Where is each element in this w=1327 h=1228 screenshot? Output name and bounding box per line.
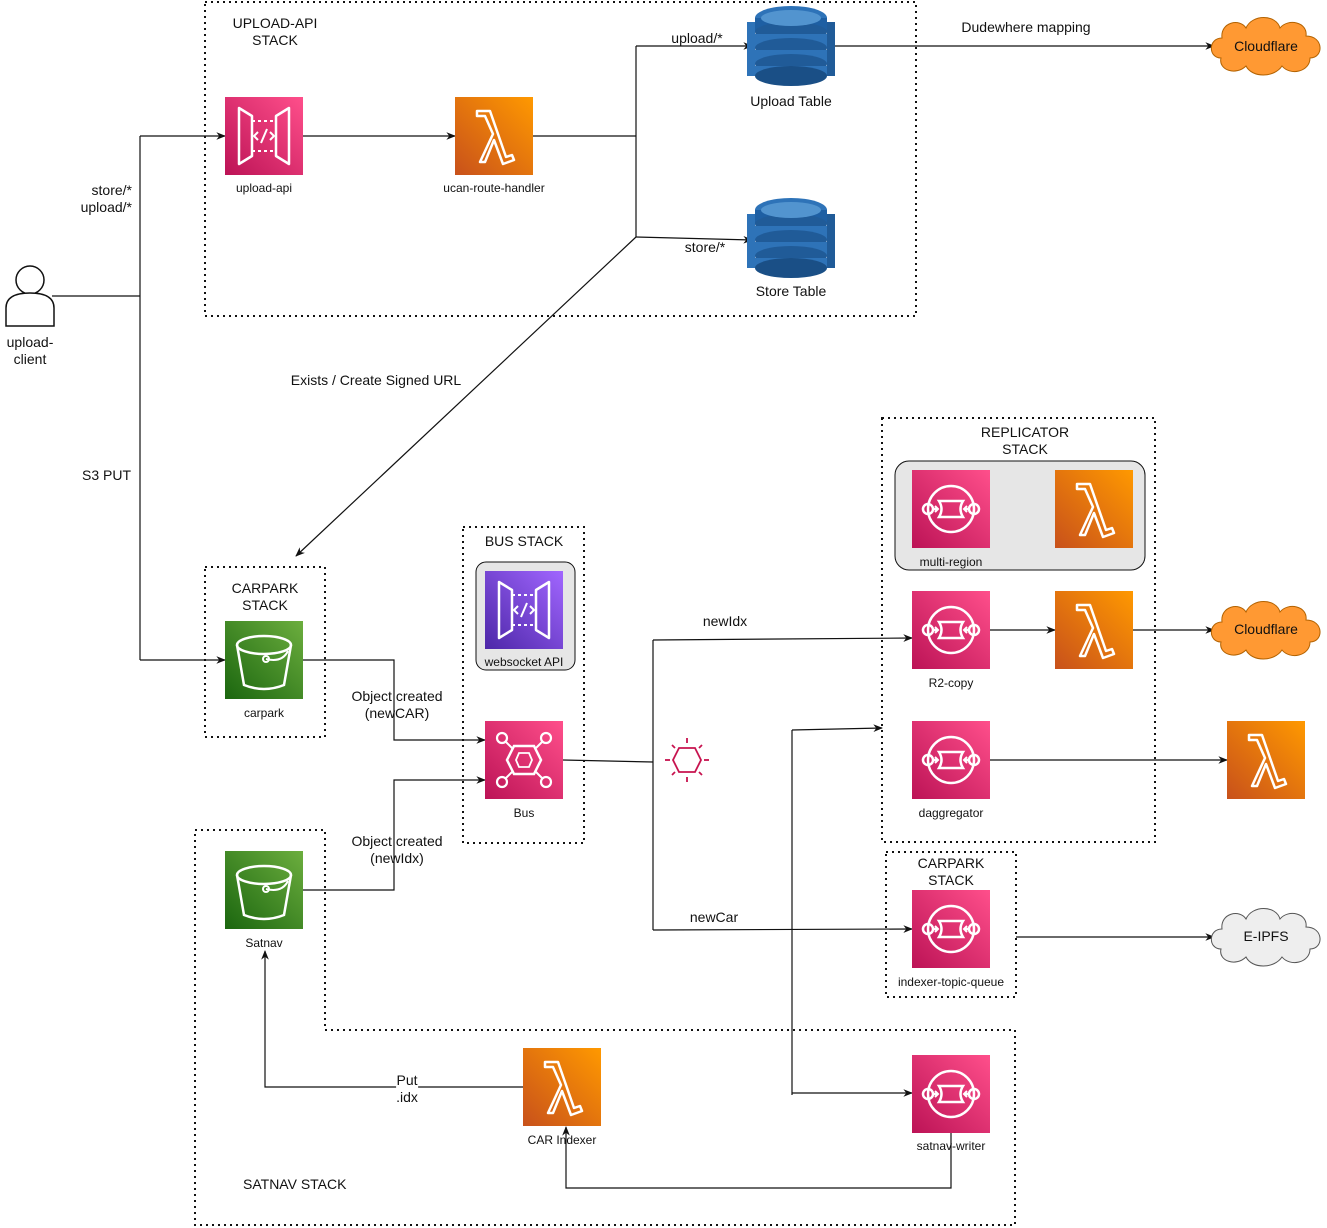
edge-to-store-table [635, 235, 753, 244]
edge-writer-to-indexer [562, 1126, 952, 1189]
indexer-topic-queue-label: indexer-topic-queue [897, 975, 1005, 989]
daggregator-label: daggregator [918, 806, 984, 820]
carpark-stack-title: CARPARK STACK [231, 580, 299, 613]
carpark-right-stack-title: CARPARK STACK [917, 855, 985, 888]
new-car-edge-label: newCar [689, 909, 739, 925]
cloudflare-mid-label: Cloudflare [1234, 621, 1298, 637]
edge-to-replicator [791, 724, 883, 733]
user-icon [5, 265, 55, 327]
lambda-icon-car-indexer [523, 1048, 601, 1126]
replicator-stack-title: REPLICATOR STACK [980, 424, 1070, 457]
sqs-icon-r2-copy [912, 591, 990, 669]
lambda-icon-ucan [455, 97, 533, 175]
dynamodb-icon-store [747, 198, 835, 278]
upload-table-label: Upload Table [750, 93, 832, 109]
multi-region-label: multi-region [919, 555, 983, 569]
eventbridge-icon-bus [485, 721, 563, 799]
lambda-icon-daggregator [1227, 721, 1305, 799]
car-indexer-label: CAR Indexer [527, 1133, 597, 1147]
cloud-icon-eipfs [1210, 908, 1321, 967]
bus-label: Bus [513, 806, 535, 820]
new-idx-edge-label: newIdx [702, 613, 748, 629]
carpark-label: carpark [243, 706, 285, 720]
e-ipfs-label: E-IPFS [1243, 928, 1289, 944]
bus-stack-box [462, 526, 585, 844]
carpark-stack-box [204, 566, 326, 738]
sqs-icon-daggregator [912, 721, 990, 799]
upload-api-label: upload-api [235, 181, 293, 195]
websocket-api-label: websocket API [484, 655, 564, 669]
edge-newcar-to-indexer-queue [652, 925, 913, 933]
api-gateway-icon [225, 97, 303, 175]
ucan-route-handler-label: ucan-route-handler [443, 181, 545, 195]
event-icon [665, 738, 709, 782]
s3-bucket-icon-carpark [225, 621, 303, 699]
edges [52, 42, 1228, 1189]
sqs-icon-indexer-topic-queue [912, 890, 990, 968]
s3-bucket-icon-satnav [225, 851, 303, 929]
r2-copy-label: R2-copy [928, 676, 974, 690]
upload-api-stack-title: UPLOAD-API STACK [232, 15, 318, 48]
object-created-car-edge-label: Object created (newCAR) [351, 688, 443, 721]
lambda-icon-r2-copy [1055, 591, 1133, 669]
sqs-icon-satnav-writer [912, 1055, 990, 1133]
upload-path-edge-label: upload/* [671, 30, 723, 46]
edge-satnav-to-bus [303, 776, 486, 891]
cloud-icon-cloudflare-top [1210, 17, 1321, 76]
replicator-stack-box [881, 417, 1156, 843]
edge-newidx-to-r2copy [652, 634, 913, 642]
satnav-label: Satnav [245, 936, 283, 950]
lambda-icon-multi-region [1055, 470, 1133, 548]
put-idx-edge-label: Put .idx [396, 1072, 418, 1106]
edge-carpark-to-bus [303, 659, 486, 744]
sqs-icon-multi-region [912, 470, 990, 548]
store-table-label: Store Table [755, 283, 827, 299]
store-upload-edge-label: store/* upload/* [80, 182, 132, 215]
satnav-stack-title: SATNAV STACK [243, 1176, 347, 1192]
s3-put-edge-label: S3 PUT [82, 467, 132, 483]
upload-api-stack-box [204, 1, 917, 317]
satnav-writer-label: satnav-writer [916, 1139, 986, 1153]
dudewhere-edge-label: Dudewhere mapping [961, 19, 1091, 35]
cloud-icon-cloudflare-mid [1210, 601, 1321, 660]
object-created-idx-edge-label: Object created (newIdx) [351, 833, 443, 866]
edge-bus-out [562, 759, 654, 763]
bus-stack-title: BUS STACK [484, 533, 564, 549]
dynamodb-icon-upload [747, 6, 835, 86]
satnav-stack-box [194, 829, 1016, 1226]
api-gateway-icon-websocket [485, 571, 563, 649]
signed-url-edge-label: Exists / Create Signed URL [290, 372, 462, 388]
cloudflare-top-label: Cloudflare [1234, 38, 1298, 54]
upload-client-label: upload- client [6, 334, 54, 367]
edge-signed-url [295, 236, 637, 557]
edge-indexer-to-satnav [261, 950, 523, 1088]
store-path-edge-label: store/* [684, 239, 726, 255]
